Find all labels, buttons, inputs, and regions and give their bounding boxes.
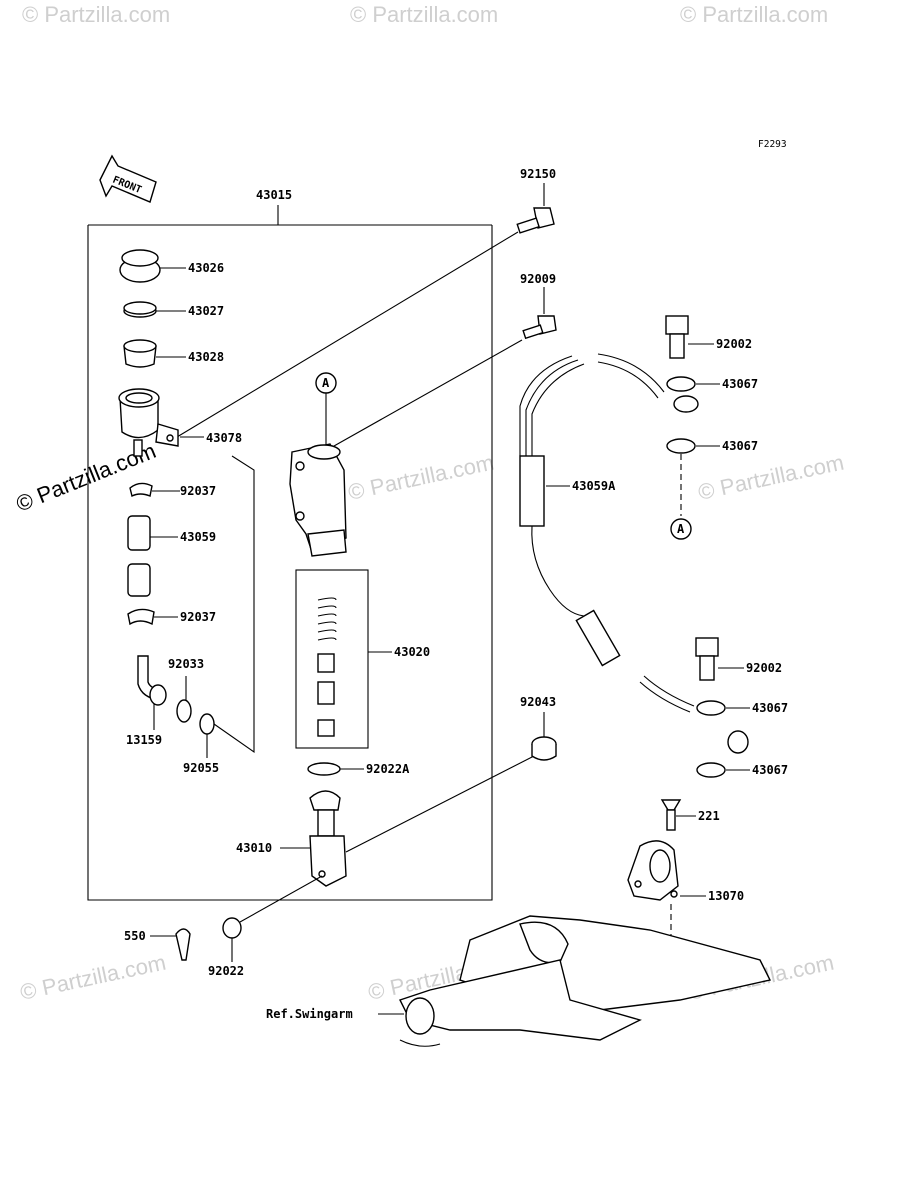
push-rod-43010: 43010 (236, 755, 535, 887)
label-92037-b: 92037 (180, 610, 216, 624)
watermark: © Partzilla.com (22, 2, 170, 27)
label-43010: 43010 (236, 841, 272, 855)
label-43020: 43020 (394, 645, 430, 659)
label-13159: 13159 (126, 733, 162, 747)
watermark: © Partzilla.com (346, 450, 496, 505)
label-92002-a: 92002 (716, 337, 752, 351)
brake-hose-43059A: 43059A (519, 353, 749, 754)
cotter-pin-550: 550 (124, 928, 191, 961)
label-43067-a: 43067 (722, 377, 758, 391)
label-43078: 43078 (206, 431, 242, 445)
callout-a-right: A (670, 518, 692, 540)
label-13070: 13070 (708, 889, 744, 903)
bolt-92009: 92009 (333, 272, 557, 447)
o-ring-92055: 92055 (183, 455, 255, 775)
label-43026: 43026 (188, 261, 224, 275)
washer-43067-upper-b: 43067 (666, 438, 758, 516)
fitting-13159: 13159 (126, 655, 167, 747)
callout-letter: A (677, 522, 685, 536)
label-43027: 43027 (188, 304, 224, 318)
watermark: © Partzilla.com (680, 2, 828, 27)
bolt-92150: 92150 (171, 167, 556, 441)
label-92150: 92150 (520, 167, 556, 181)
label-43015: 43015 (256, 188, 292, 202)
watermarks: © Partzilla.com © Partzilla.com © Partzi… (13, 2, 847, 1005)
label-221: 221 (698, 809, 720, 823)
label-43067-b: 43067 (722, 439, 758, 453)
label-92022A: 92022A (366, 762, 410, 776)
label-43059A: 43059A (572, 479, 616, 493)
circlip-92022A: 92022A (307, 762, 410, 776)
washer-43067-lower-b: 43067 (696, 762, 788, 778)
label-92002-b: 92002 (746, 661, 782, 675)
diaphragm-plate-43027: 43027 (123, 301, 224, 318)
front-arrow-icon: FRONT (99, 154, 157, 203)
label-43028: 43028 (188, 350, 224, 364)
label-92043: 92043 (520, 695, 556, 709)
washer-43067-upper-a: 43067 (666, 376, 758, 392)
master-cylinder-body (289, 443, 347, 557)
label-92055: 92055 (183, 761, 219, 775)
assembly-bracket: 43015 (87, 188, 493, 901)
label-43067-d: 43067 (752, 763, 788, 777)
guide-13070: 13070 (627, 840, 744, 966)
diaphragm-43028: 43028 (123, 339, 224, 368)
watermark: © Partzilla.com (18, 950, 168, 1005)
snap-ring-92033: 92033 (168, 657, 204, 723)
label-92037-a: 92037 (180, 484, 216, 498)
label-43059: 43059 (180, 530, 216, 544)
callout-a-top: A (315, 372, 337, 448)
callout-letter: A (322, 376, 330, 390)
clamp-92037-upper: 92037 (129, 482, 216, 498)
banjo-bolt-92002-lower: 92002 (695, 637, 782, 681)
cap-43026: 43026 (119, 249, 224, 283)
washer-92022: 92022 (208, 875, 323, 978)
ref-swingarm-label: Ref.Swingarm (266, 1007, 353, 1021)
watermark: © Partzilla.com (696, 450, 846, 505)
swingarm-reference: Ref.Swingarm (266, 915, 772, 1047)
reservoir-43078: 43078 (118, 388, 242, 457)
figure-code: F2293 (758, 139, 787, 150)
washer-43067-lower-a: 43067 (696, 700, 788, 716)
label-92022: 92022 (208, 964, 244, 978)
label-43067-c: 43067 (752, 701, 788, 715)
hose-43059: 43059 (127, 515, 216, 597)
banjo-bolt-92002-upper: 92002 (665, 315, 752, 359)
clamp-92037-lower: 92037 (127, 608, 216, 626)
label-92033: 92033 (168, 657, 204, 671)
pin-92043: 92043 (520, 695, 557, 761)
piston-kit-43020: 43020 (295, 569, 430, 749)
label-550: 550 (124, 929, 146, 943)
watermark: © Partzilla.com (350, 2, 498, 27)
label-92009: 92009 (520, 272, 556, 286)
screw-221: 221 (660, 799, 720, 831)
